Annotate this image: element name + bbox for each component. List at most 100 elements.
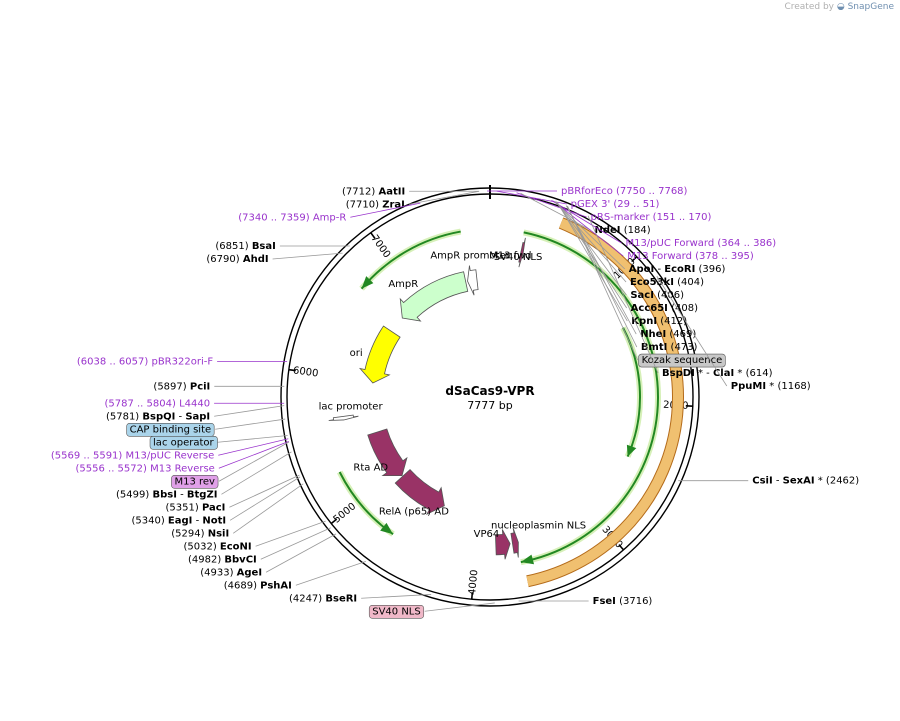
site-label-part: (6790) bbox=[206, 254, 242, 265]
site-label-part: SV40 NLS bbox=[372, 606, 421, 617]
feature-arrow bbox=[358, 325, 401, 384]
site-label-part: (7712) bbox=[342, 186, 378, 197]
site-label-part: BspDI bbox=[662, 368, 695, 379]
inner-label: nucleoplasmin NLS bbox=[491, 520, 586, 531]
leader-line bbox=[295, 561, 366, 586]
orf-arrowhead bbox=[380, 522, 394, 535]
orf-arrowhead bbox=[361, 276, 374, 289]
site-label: (7710) ZraI bbox=[346, 199, 405, 210]
leader-line bbox=[350, 202, 421, 218]
site-label: BspDI * - ClaI * (614) bbox=[662, 368, 773, 379]
leader-line bbox=[260, 527, 331, 560]
leader-line bbox=[265, 533, 337, 573]
site-label-part: * bbox=[766, 381, 774, 392]
feature-layer bbox=[328, 217, 684, 588]
site-label-part: M13 Reverse bbox=[150, 463, 215, 474]
feature-label-box bbox=[171, 474, 219, 489]
site-label-part: PacI bbox=[202, 502, 225, 513]
site-label-part: M13 rev bbox=[174, 476, 215, 487]
site-label-part: * bbox=[734, 368, 742, 379]
inner-label: AmpR promoter bbox=[430, 250, 510, 261]
leader-line bbox=[556, 202, 628, 322]
site-label: (5351) PacI bbox=[166, 502, 226, 513]
site-label-part: PciI bbox=[190, 381, 210, 392]
site-label-part: (4933) bbox=[200, 567, 236, 578]
site-label-part: M13/pUC Forward bbox=[625, 238, 714, 249]
leader-line bbox=[516, 192, 587, 218]
site-label-part: EcoNI bbox=[220, 541, 252, 552]
leader-line bbox=[555, 201, 627, 283]
site-label: Kozak sequence bbox=[642, 355, 723, 366]
site-label-part: pRS-marker bbox=[591, 212, 651, 223]
site-label-part: EagI bbox=[168, 515, 192, 526]
site-label-part: (396) bbox=[695, 264, 725, 275]
site-label: (5787 .. 5804) L4440 bbox=[104, 398, 210, 409]
site-label: KpnI (412) bbox=[631, 316, 687, 327]
leader-line bbox=[565, 205, 637, 335]
leader-line bbox=[551, 200, 622, 244]
site-label: (4982) BbvCI bbox=[188, 554, 257, 565]
site-label-part: - bbox=[177, 489, 187, 500]
site-label-part: (4689) bbox=[224, 580, 260, 591]
plasmid-name: dSaCas9-VPR bbox=[445, 384, 534, 398]
site-label-part: (614) bbox=[742, 368, 772, 379]
site-label-part: (5499) bbox=[116, 489, 152, 500]
leader-line bbox=[552, 200, 624, 257]
leader-line bbox=[567, 206, 638, 361]
feature-arrow bbox=[494, 529, 511, 560]
leader-line bbox=[214, 405, 285, 417]
site-label: CsiI - SexAI * (2462) bbox=[752, 476, 859, 487]
tick-mark bbox=[618, 544, 625, 551]
site-label-part: (7750 .. 7768) bbox=[613, 186, 688, 197]
site-label-part: NheI bbox=[640, 329, 666, 340]
site-label: SacI (406) bbox=[630, 290, 684, 301]
site-label: (6038 .. 6057) pBR322ori-F bbox=[77, 356, 213, 367]
site-label: (4933) AgeI bbox=[200, 567, 262, 578]
leader-line bbox=[424, 602, 495, 612]
site-label-part: L4440 bbox=[179, 398, 210, 409]
leader-line bbox=[554, 201, 626, 270]
site-label-part: AatII bbox=[378, 186, 405, 197]
site-label-part: BbsI bbox=[152, 489, 176, 500]
inner-label: M13 fwd bbox=[489, 250, 531, 261]
tick-label: 4000 bbox=[467, 569, 480, 595]
site-label-part: (7710) bbox=[346, 199, 382, 210]
orf-arc bbox=[520, 231, 659, 564]
site-label: FseI (3716) bbox=[593, 596, 653, 607]
site-label-part: (2462) bbox=[823, 476, 860, 487]
tick-label: 6000 bbox=[292, 365, 319, 379]
site-label: (4689) PshAI bbox=[224, 580, 292, 591]
site-label: CAP binding site bbox=[130, 424, 212, 435]
site-label-part: FseI bbox=[593, 596, 616, 607]
site-label-part: * bbox=[815, 476, 823, 487]
site-label-part: * - bbox=[695, 368, 713, 379]
leader-line bbox=[556, 201, 627, 296]
site-label-part: (469) bbox=[666, 329, 696, 340]
snapgene-brand: ◒ SnapGene bbox=[836, 2, 894, 12]
site-label: Eco53kI (404) bbox=[630, 277, 704, 288]
site-label-part: (29 .. 51) bbox=[610, 199, 659, 210]
tick-mark bbox=[330, 518, 338, 525]
inner-label: SV40 NLS bbox=[494, 252, 543, 263]
orf-arrowhead bbox=[520, 554, 535, 565]
site-label-part: (6038 .. 6057) bbox=[77, 356, 152, 367]
site-label: (5569 .. 5591) M13/pUC Reverse bbox=[51, 450, 214, 461]
site-label-part: (4982) bbox=[188, 554, 224, 565]
site-label-part: (473) bbox=[667, 342, 697, 353]
feature-label-box bbox=[368, 604, 425, 619]
site-label-part: (5781) bbox=[106, 411, 142, 422]
site-label-part: (1168) bbox=[774, 381, 811, 392]
site-label-part: ClaI bbox=[713, 368, 734, 379]
site-label: lac operator bbox=[153, 437, 214, 448]
site-label-part: Kozak sequence bbox=[642, 355, 723, 366]
site-label-part: SacI bbox=[630, 290, 654, 301]
site-label-part: AhdI bbox=[243, 254, 269, 265]
site-label-part: ZraI bbox=[382, 199, 405, 210]
inner-label: AmpR bbox=[388, 279, 418, 290]
site-label-part: CAP binding site bbox=[130, 424, 212, 435]
site-label-part: (6851) bbox=[215, 241, 251, 252]
feature-arrow bbox=[518, 237, 526, 268]
plasmid-length: 7777 bp bbox=[467, 399, 512, 412]
site-label-part: (5340) bbox=[131, 515, 167, 526]
